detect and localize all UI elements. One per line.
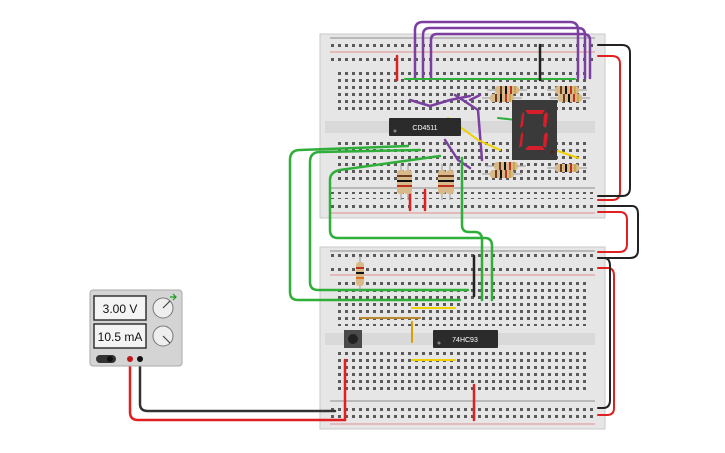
decoder-chip[interactable]: CD4511 [389,118,461,136]
seven-segment-display[interactable] [512,100,557,160]
voltage-knob[interactable] [152,297,174,319]
power-supply[interactable]: 3.00 V 10.5 mA [89,289,183,367]
push-button[interactable] [344,330,362,348]
power-toggle-switch[interactable] [96,355,116,363]
counter-chip-label: 74HC93 [452,337,478,344]
current-knob[interactable] [152,325,174,347]
negative-terminal[interactable] [137,356,143,362]
output-led-icon [170,293,177,301]
resistors[interactable] [356,86,590,292]
positive-terminal[interactable] [127,356,133,362]
counter-chip[interactable]: 74HC93 [433,330,498,348]
voltage-readout: 3.00 V [103,302,138,316]
digit-zero-segments [519,110,548,150]
wires[interactable] [128,20,639,422]
current-readout: 10.5 mA [98,330,143,344]
decoder-chip-label: CD4511 [412,125,437,132]
